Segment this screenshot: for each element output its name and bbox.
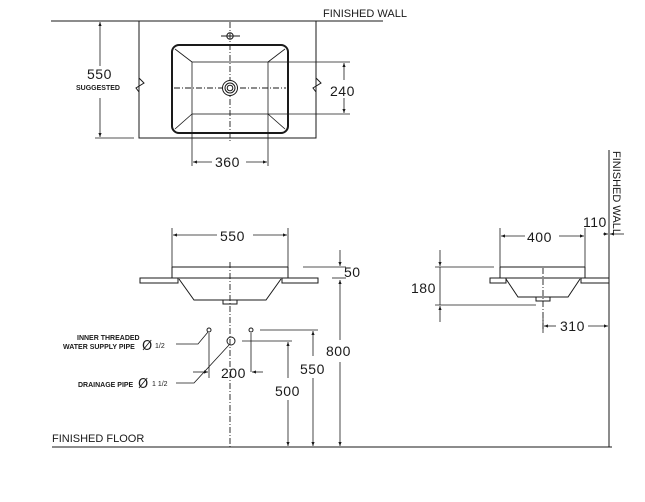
supply-pipe-left-icon: [206, 327, 212, 333]
side-countertop-back: [580, 277, 610, 284]
side-countertop-front: [489, 277, 507, 284]
dim-basin-width: 550: [220, 228, 245, 244]
dim-side-depth: 400: [527, 229, 552, 245]
supply-pipe-right-icon: [248, 327, 254, 333]
dim-drain-to-wall: 310: [560, 318, 585, 334]
dim-rim-to-floor: 800: [326, 343, 351, 359]
dim-side-height: 180: [411, 280, 436, 296]
dim-bowl-depth: 240: [330, 83, 355, 99]
dim-supply-height: 550: [300, 361, 325, 377]
bevel-tl: [174, 48, 193, 63]
bevel-tr: [267, 48, 286, 63]
dim-supply-offset: 200: [221, 365, 246, 381]
dim-counter-depth: 550: [87, 66, 112, 82]
countertop-right: [281, 277, 319, 284]
supply-pipe-size: 1/2: [155, 343, 165, 350]
supply-pipe-label-1: INNER THREADED: [77, 335, 140, 342]
front-view: 550 50 800 550: [63, 228, 361, 447]
dim-drain-height: 500: [275, 383, 300, 399]
break-mark-right: [312, 77, 322, 93]
counter-outline: [138, 21, 317, 139]
dim-wall-gap: 110: [583, 214, 607, 230]
drain-pipe-icon: [226, 336, 236, 346]
bevel-bl: [174, 113, 193, 130]
plan-view: FINISHED WALL 550 SUGGESTED: [51, 8, 407, 170]
finished-floor-label: FINISHED FLOOR: [52, 433, 144, 445]
diameter-symbol-drain: Ø: [138, 377, 148, 392]
dim-bowl-width: 360: [215, 154, 240, 170]
dim-rim-height: 50: [344, 264, 361, 280]
drain-leader: [176, 344, 230, 384]
drain-pipe-size: 1 1/2: [152, 381, 168, 388]
side-view: FINISHED WALL 400 110 180 310: [411, 150, 624, 447]
countertop-left: [139, 277, 179, 284]
finished-wall-label-side: FINISHED WALL: [610, 151, 622, 235]
diameter-symbol-supply: Ø: [142, 339, 152, 354]
drain-pipe-label: DRAINAGE PIPE: [78, 382, 134, 389]
finished-wall-label-top: FINISHED WALL: [323, 8, 407, 20]
supply-leader: [176, 331, 209, 345]
break-mark-left: [135, 77, 145, 93]
supply-pipe-label-2: WATER SUPPLY PIPE: [63, 344, 135, 351]
bevel-br: [267, 113, 286, 130]
suggested-label: SUGGESTED: [76, 85, 120, 92]
